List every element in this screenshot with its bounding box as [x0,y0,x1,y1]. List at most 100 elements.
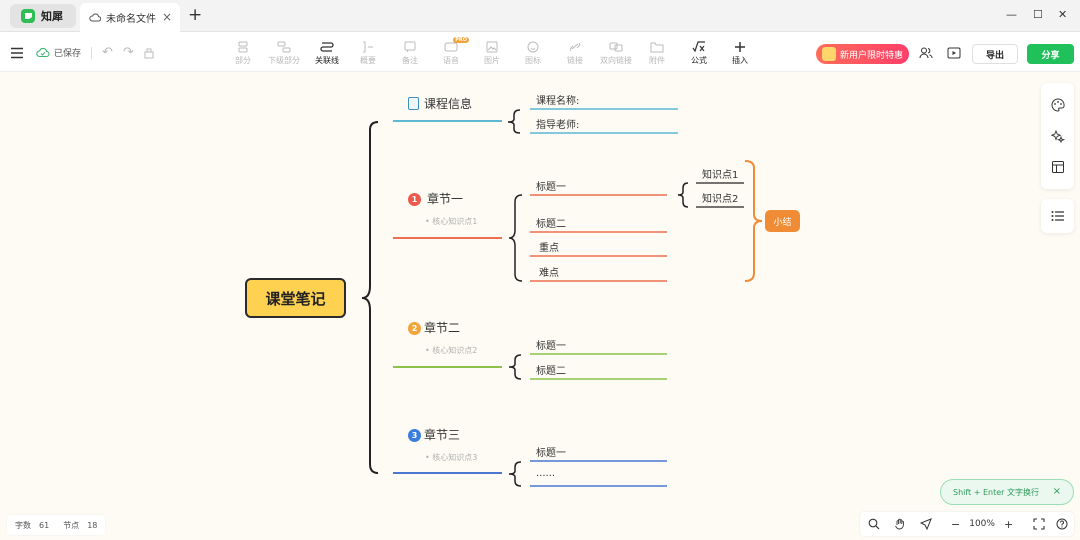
knowledge-bracket [677,182,689,208]
select-arrow-icon[interactable] [920,518,932,530]
collaborate-icon[interactable] [919,46,933,60]
layout-icon[interactable] [1051,160,1065,174]
tool-formula[interactable]: 公式 [679,41,719,66]
promo-label: 新用户限时特惠 [840,50,904,61]
export-button[interactable]: 导出 [972,44,1018,64]
toolbar-divider [91,46,93,59]
tool-bilink[interactable]: 双向链接 [596,41,636,66]
chapter2-bracket [508,354,522,380]
tool-voice[interactable]: PRO 语音 [431,37,471,66]
sibling-node-icon [238,41,248,53]
chapter1-item[interactable]: 标题一 [536,182,566,193]
title-bar: 知犀 未命名文件 × + — ☐ ✕ [0,0,1080,32]
new-tab-icon[interactable]: + [188,5,203,25]
summary-bracket-icon [363,41,373,53]
number-badge-3: 3 [408,429,421,442]
note-icon [404,41,416,53]
tool-label: 概要 [360,56,376,65]
link-icon [569,42,581,52]
summary-bracket [744,160,763,282]
app-logo-icon [21,9,35,23]
chapter1-item[interactable]: 标题二 [536,219,566,230]
clipboard-icon [408,97,419,110]
undo-icon[interactable]: ↶ [102,45,113,60]
formula-icon [692,41,705,53]
search-icon[interactable] [868,518,880,530]
folder-icon [650,42,664,53]
document-tab[interactable]: 未命名文件 × [80,3,180,32]
chapter1-item[interactable]: 难点 [539,268,559,279]
toolbar: 已保存 ↶ ↷ 部分 下级部分 关联线 概要 备注 PRO 语音 图片 图标 链… [0,32,1080,72]
tool-link[interactable]: 链接 [555,41,595,66]
zoom-bar: − 100% + [860,512,1074,536]
window-close-icon[interactable]: ✕ [1058,8,1068,21]
zoom-out-icon[interactable]: − [951,517,961,531]
tool-label: 备注 [402,56,418,65]
chapter1-title: 章节一 [427,192,464,206]
document-tab-title: 未命名文件 [106,14,156,25]
close-toast-icon[interactable]: × [1052,486,1061,497]
course-info-node[interactable]: 课程信息 [408,95,472,112]
mindmap-links [361,108,763,487]
chapter3-item[interactable]: ...... [536,468,556,479]
child-node-icon [277,41,291,53]
node-count: 18 [87,520,98,530]
image-icon [486,41,498,53]
app-tab[interactable]: 知犀 [10,4,76,28]
tool-label: 语音 [443,56,459,65]
tool-note[interactable]: 备注 [390,41,430,66]
minimize-icon[interactable]: — [1006,8,1017,21]
share-button[interactable]: 分享 [1027,44,1074,64]
help-icon[interactable] [1056,518,1068,530]
chapter1-bracket [508,194,523,282]
tool-label: 链接 [567,56,583,65]
root-node[interactable]: 课堂笔记 [245,278,346,318]
right-panel [1041,83,1074,189]
outline-list-icon[interactable] [1051,210,1065,222]
summary-node[interactable]: 小结 [765,210,800,232]
redo-icon[interactable]: ↷ [122,45,134,60]
number-badge-1: 1 [408,193,421,206]
theme-palette-icon[interactable] [1051,98,1065,112]
tool-emoji[interactable]: 图标 [513,41,553,66]
chapter2-item[interactable]: 标题二 [536,366,566,377]
tool-insert[interactable]: 插入 [720,41,760,66]
tool-label: 图片 [484,56,500,65]
tool-image[interactable]: 图片 [472,41,512,66]
style-sparkle-icon[interactable] [1050,129,1065,143]
chapter1-item[interactable]: 重点 [539,243,559,254]
course-info-title: 课程信息 [424,97,473,111]
zoom-in-icon[interactable]: + [1003,517,1014,531]
app-name: 知犀 [41,10,63,23]
course-name-node[interactable]: 课程名称: [536,96,580,107]
teacher-node[interactable]: 指导老师: [536,120,580,131]
chapter3-title: 章节三 [424,428,461,442]
chapter1-node[interactable]: 1 章节一 [408,190,463,207]
menu-icon[interactable] [10,47,24,59]
tool-sibling[interactable]: 部分 [223,41,263,66]
tool-relation-line[interactable]: 关联线 [307,41,347,66]
number-badge-2: 2 [408,322,421,335]
present-icon[interactable] [947,46,961,60]
close-tab-icon[interactable]: × [161,10,172,24]
knowledge-node[interactable]: 知识点2 [702,194,739,205]
format-painter-icon[interactable] [143,47,155,59]
knowledge-node[interactable]: 知识点1 [702,170,739,181]
tool-label: 插入 [732,56,748,65]
hand-pan-icon[interactable] [894,518,906,530]
tool-child[interactable]: 下级部分 [264,41,304,66]
info-bracket [507,109,521,134]
tool-attachment[interactable]: 附件 [637,41,677,66]
tool-label: 图标 [525,56,541,65]
tool-summary[interactable]: 概要 [348,41,388,66]
promo-button[interactable]: 新用户限时特惠 [816,44,909,64]
chapter3-item[interactable]: 标题一 [536,448,566,459]
chapter2-item[interactable]: 标题一 [536,341,566,352]
fit-screen-icon[interactable] [1033,518,1045,530]
bilink-icon [609,42,623,52]
maximize-icon[interactable]: ☐ [1033,8,1043,21]
chapter3-bracket [508,461,522,487]
